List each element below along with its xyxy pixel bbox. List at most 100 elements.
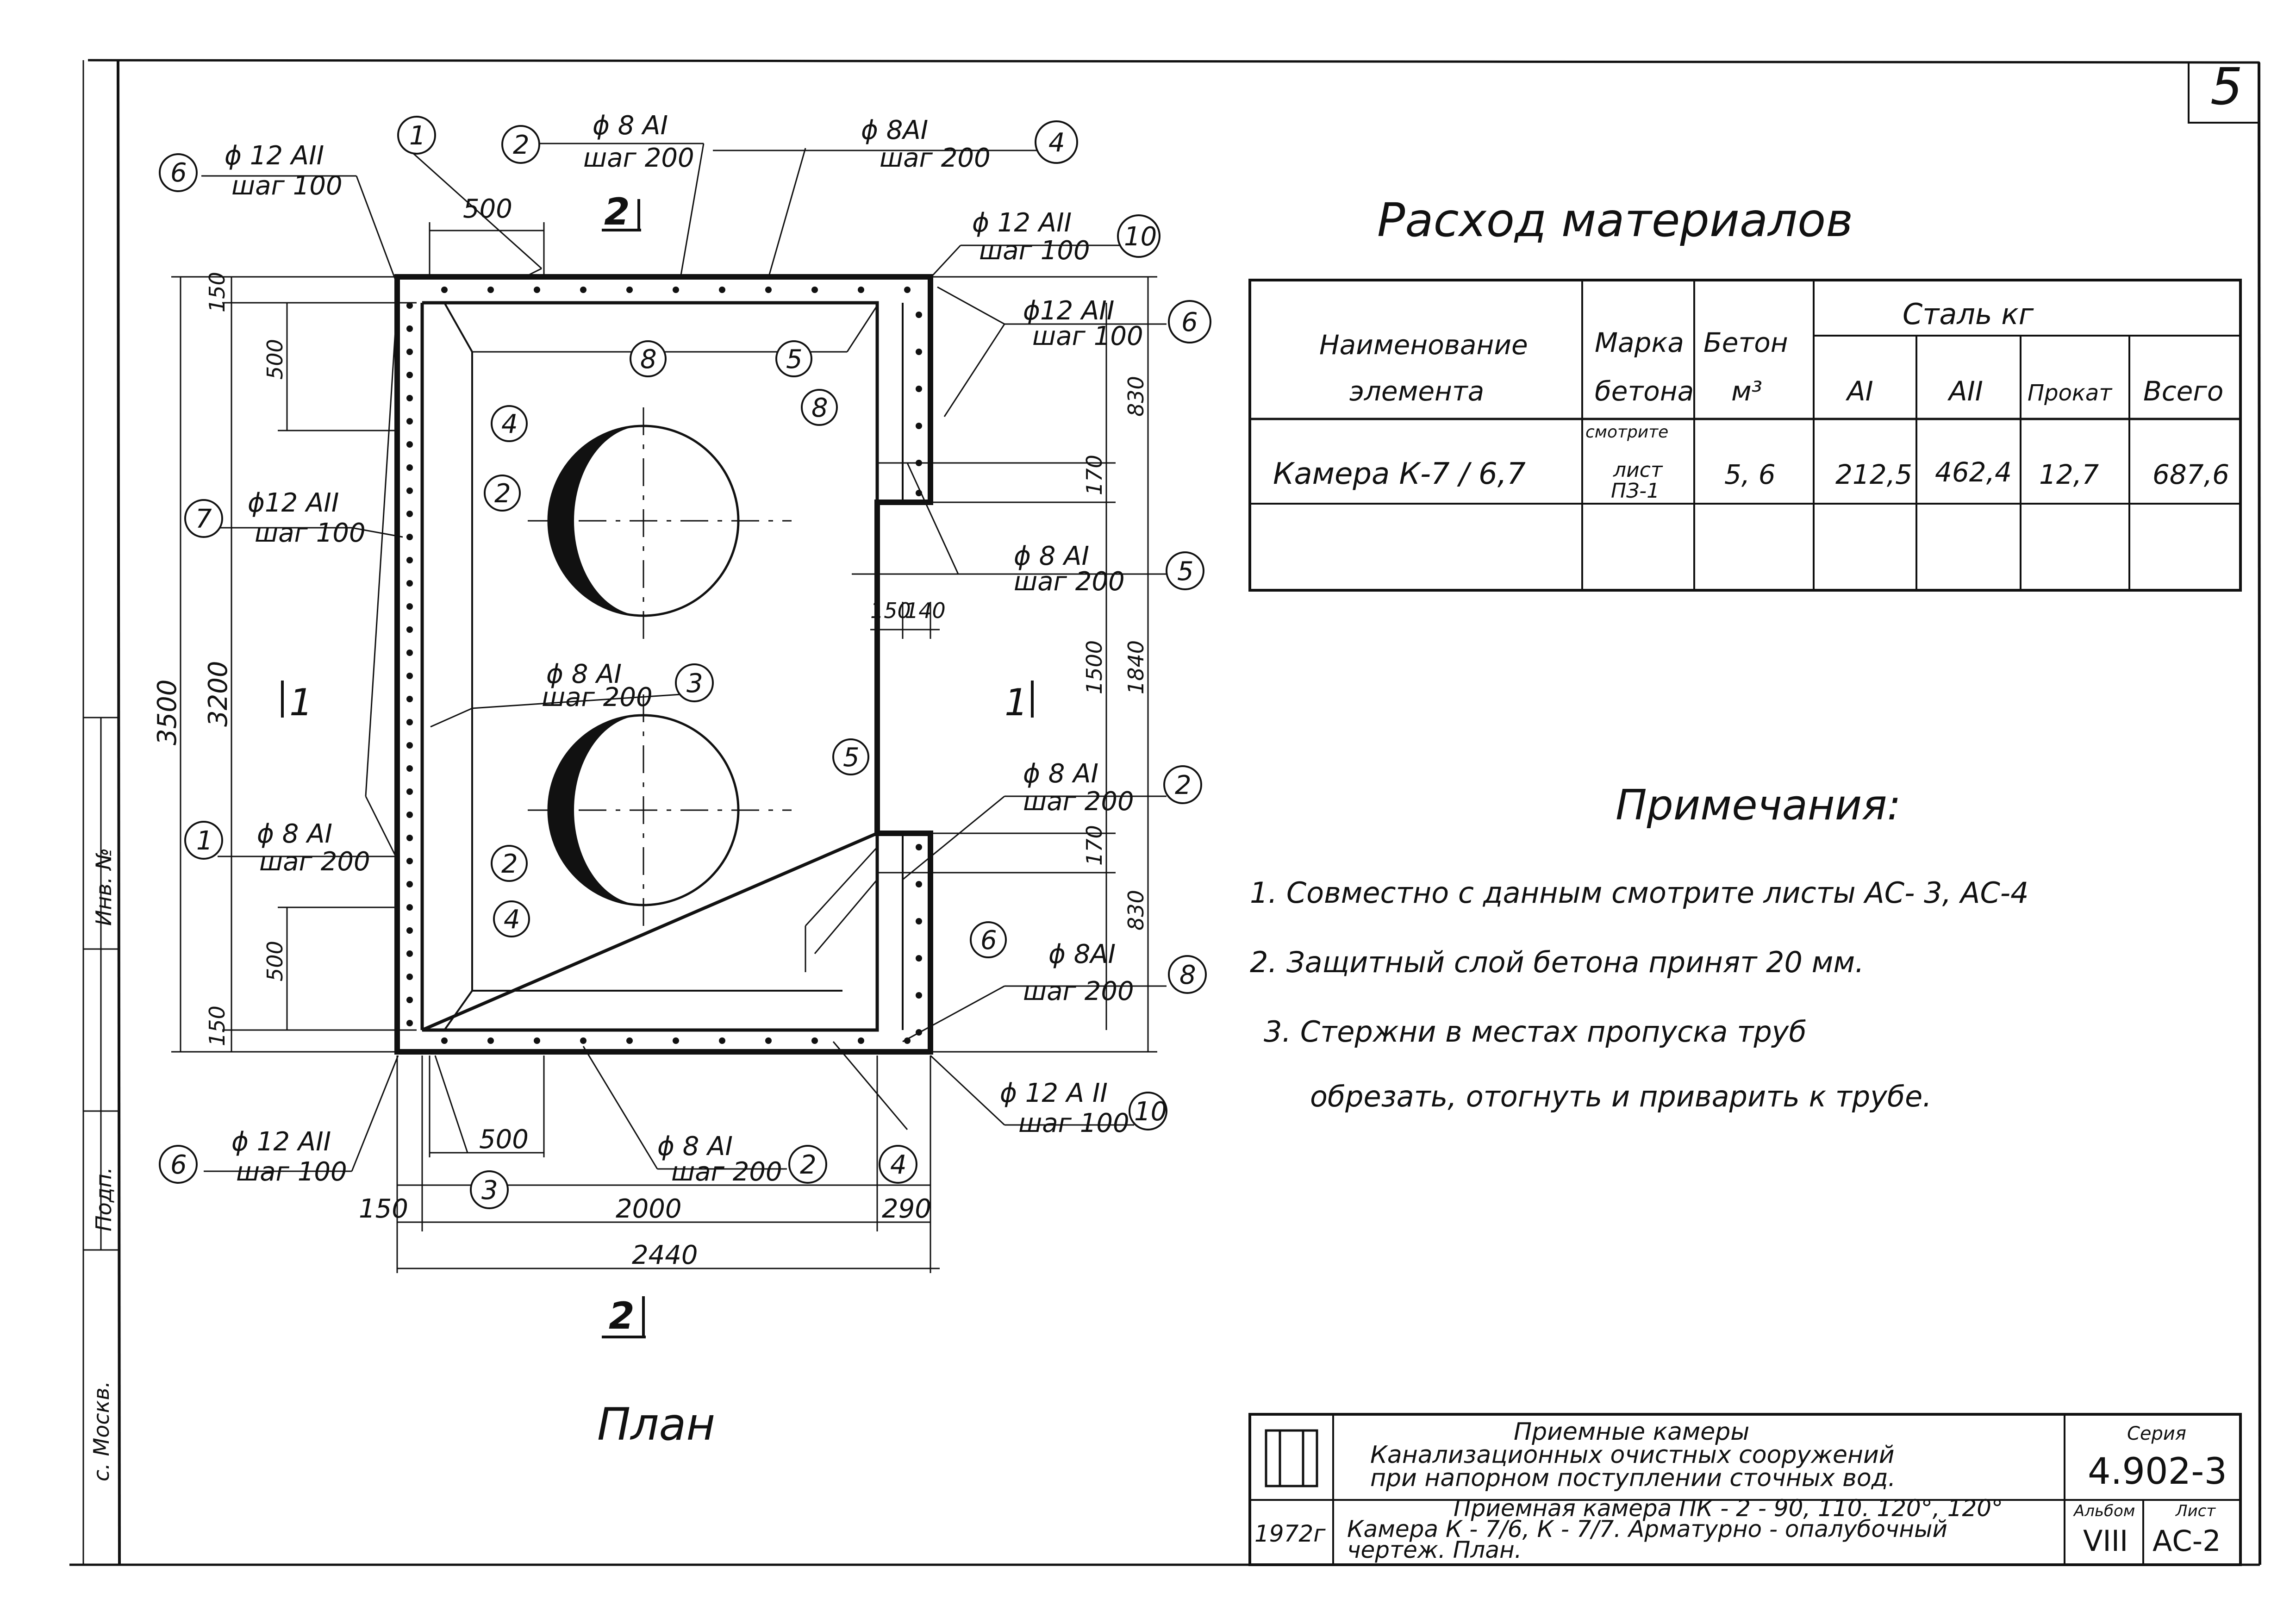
- pipe-openings: [528, 407, 792, 926]
- dim-left-500-bottom: 500: [262, 941, 287, 981]
- callout-10-bottom-spec: ϕ 12 A II: [1000, 1078, 1108, 1108]
- mark-2-left: 2: [494, 479, 511, 509]
- note-3: 3. Стержни в местах пропуска труб: [1264, 1015, 1807, 1049]
- project-line-1: Приемные камеры: [1514, 1418, 1749, 1446]
- title-year: 1972г: [1254, 1520, 1326, 1547]
- callout-6-right-num: 6: [1181, 307, 1198, 337]
- callout-10-bottom-step: шаг 100: [1018, 1108, 1129, 1138]
- side-stamp-line-3: Инв. №: [91, 848, 116, 926]
- dim-right-1840: 1840: [1123, 640, 1148, 694]
- dim-bottom-bar-offset: 500: [479, 1124, 529, 1155]
- dim-overall-width: 2440: [632, 1240, 698, 1270]
- materials-title: Расход материалов: [1377, 193, 1853, 247]
- row-aii: 462,4: [1935, 456, 2012, 488]
- callout-2-right-spec: ϕ 8 AI: [1023, 759, 1098, 789]
- mark-2-bottom: 2: [501, 849, 518, 879]
- mark-6-bottom: 6: [980, 925, 997, 956]
- callout-6-right-step: шаг 100: [1032, 321, 1143, 351]
- callout-7-num: 7: [195, 504, 212, 534]
- callout-7-step: шаг 100: [255, 518, 366, 548]
- mark-8-niche: 8: [811, 393, 828, 423]
- callout-8-right-num: 8: [1179, 960, 1196, 990]
- mark-8-top: 8: [640, 344, 657, 375]
- section-markers: [282, 199, 1032, 1338]
- header-steel: Сталь кг: [1903, 297, 2034, 331]
- callout-2-top-spec: ϕ 8 AI: [593, 111, 668, 141]
- callout-6-top-spec: ϕ 12 AII: [225, 141, 324, 171]
- row-grade-1: лист: [1613, 458, 1663, 482]
- header-grade-2: бетона: [1595, 375, 1694, 407]
- dim-right-830-top: 830: [1123, 376, 1148, 417]
- dim-top-bar-offset: 500: [463, 194, 512, 224]
- callout-2-right-step: шаг 200: [1023, 787, 1134, 817]
- callout-6-bottom-spec: ϕ 12 AII: [231, 1127, 331, 1157]
- header-ai: AI: [1845, 375, 1873, 407]
- callout-2-bottom-num: 2: [800, 1150, 817, 1180]
- side-stamp-line-2: Подп.: [91, 1167, 116, 1231]
- callout-3-center-spec: ϕ 8 AI: [546, 659, 622, 689]
- section-2-bottom-label: 2: [609, 1294, 635, 1337]
- callout-6-top-num: 6: [170, 158, 187, 188]
- callout-10-top-num: 10: [1124, 222, 1157, 252]
- dim-top-wall: 150: [205, 272, 230, 312]
- header-total: Всего: [2143, 375, 2223, 407]
- notes: Примечания: 1. Совместно с данным смотри…: [1250, 781, 2029, 1113]
- dim-bottom-right: 290: [882, 1194, 931, 1224]
- row-grade-2: ПЗ-1: [1611, 479, 1660, 503]
- note-3-cont: обрезать, отогнуть и приварить к трубе.: [1310, 1080, 1932, 1113]
- header-concrete-2: м³: [1731, 375, 1762, 407]
- callout-6-top-step: шаг 100: [231, 171, 343, 201]
- album-value: VIII: [2083, 1524, 2128, 1558]
- plan-title: План: [597, 1399, 715, 1450]
- callout-10-top-spec: ϕ 12 AII: [972, 208, 1072, 238]
- callout-3-center-num: 3: [686, 668, 703, 699]
- row-grade-top: смотрите: [1585, 423, 1668, 442]
- dim-right-170-top: 170: [1082, 455, 1107, 495]
- callout-1-left-num: 1: [196, 826, 213, 856]
- header-grade-1: Марка: [1595, 327, 1684, 358]
- callout-2-bottom-step: шаг 200: [671, 1157, 782, 1187]
- callout-5-right-num: 5: [1177, 556, 1194, 587]
- callout-6-right-spec: ϕ12 AII: [1023, 296, 1114, 326]
- dim-right-170-bottom: 170: [1082, 825, 1107, 866]
- callout-5-right-spec: ϕ 8 AI: [1014, 541, 1089, 571]
- rebar-dots: [406, 287, 922, 1044]
- project-line-2: Канализационных очистных сооружений: [1370, 1441, 1895, 1469]
- header-rolled: Прокат: [2028, 380, 2113, 406]
- row-concrete: 5, 6: [1724, 459, 1776, 490]
- dim-bottom-left-wall: 150: [359, 1194, 408, 1224]
- notes-title: Примечания:: [1616, 781, 1901, 830]
- callout-2-top-step: шаг 200: [583, 143, 694, 173]
- callout-3-center-step: шаг 200: [542, 682, 653, 712]
- callout-4-top-step: шаг 200: [880, 143, 991, 173]
- callout-8-right-spec: ϕ 8AI: [1048, 939, 1116, 969]
- callout-10-bottom-num: 10: [1134, 1097, 1167, 1127]
- mark-4-bottom-right: 4: [890, 1150, 907, 1180]
- dim-niche-150: 150: [870, 598, 911, 623]
- callout-circles: [160, 117, 1210, 1208]
- dim-right-830-bottom: 830: [1123, 890, 1148, 931]
- callout-2-bottom-spec: ϕ 8 AI: [657, 1131, 733, 1162]
- tp-logo: [1266, 1430, 1317, 1486]
- callout-7-spec: ϕ12 AII: [248, 488, 339, 518]
- callout-2-top-num: 2: [513, 130, 530, 160]
- mark-5-top: 5: [786, 344, 803, 375]
- series-label: Серия: [2127, 1423, 2186, 1444]
- drawing-line-3: чертеж. План.: [1347, 1537, 1522, 1563]
- row-rolled: 12,7: [2039, 459, 2099, 490]
- callout-6-bottom-num: 6: [170, 1150, 187, 1180]
- sheet-value: АС-2: [2152, 1524, 2221, 1558]
- callout-2-right-num: 2: [1175, 770, 1192, 800]
- dim-inner-height: 3200: [203, 661, 233, 727]
- title-block: ТП 1972г Приемные камеры Канализационных…: [1250, 1414, 2240, 1565]
- callout-4-top-num: 4: [1048, 128, 1065, 158]
- note-2: 2. Защитный слой бетона принят 20 мм.: [1250, 945, 1864, 979]
- section-1-right-label: 1: [1004, 681, 1028, 724]
- note-1: 1. Совместно с данным смотрите листы АС-…: [1250, 876, 2029, 910]
- callout-8-right-step: шаг 200: [1023, 976, 1134, 1006]
- callout-1-top-num: 1: [409, 121, 426, 151]
- mark-3-bottom: 3: [481, 1175, 498, 1206]
- dim-left-500-top: 500: [262, 339, 287, 380]
- side-stamp: [83, 718, 118, 1250]
